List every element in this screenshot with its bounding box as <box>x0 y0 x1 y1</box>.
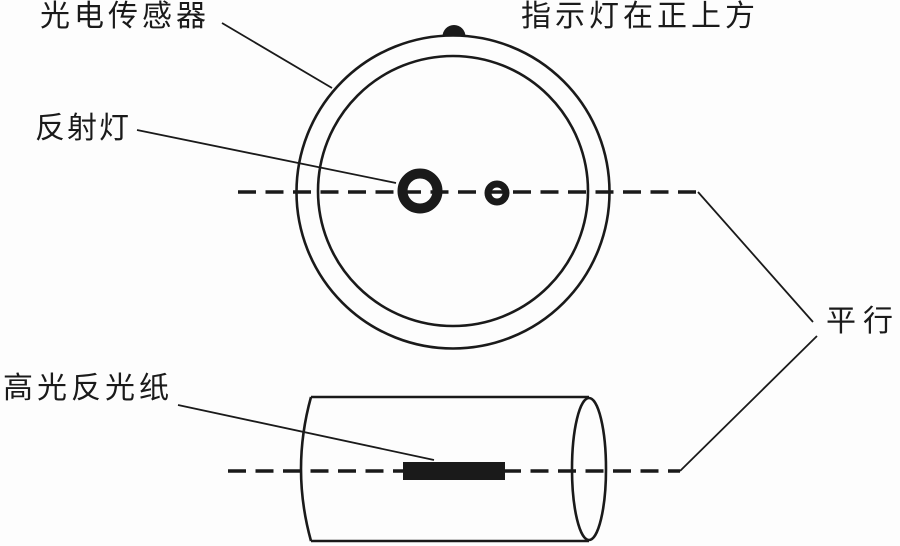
sensor-outer-circle <box>295 34 611 350</box>
parallel-label: 平行 <box>826 304 900 339</box>
cylinder-left-arc <box>299 396 313 542</box>
indicator-light-dome <box>442 25 466 37</box>
leader-line-reflector-lamp <box>136 129 397 184</box>
reflective-paper-label: 高光反光纸 <box>3 371 173 406</box>
reflector-lamp-label: 反射灯 <box>35 111 131 146</box>
photo-sensor-label: 光电传感器 <box>40 0 210 34</box>
parallel-pointer-top <box>697 191 814 323</box>
leader-line-reflective-paper <box>177 404 435 461</box>
indicator-note-label: 指示灯在正上方 <box>521 0 759 34</box>
cylinder-right-ellipse <box>570 396 608 542</box>
leader-line-photo-sensor <box>221 22 333 89</box>
sensor-inner-circle <box>316 54 590 328</box>
parallel-pointer-bottom <box>679 335 818 472</box>
